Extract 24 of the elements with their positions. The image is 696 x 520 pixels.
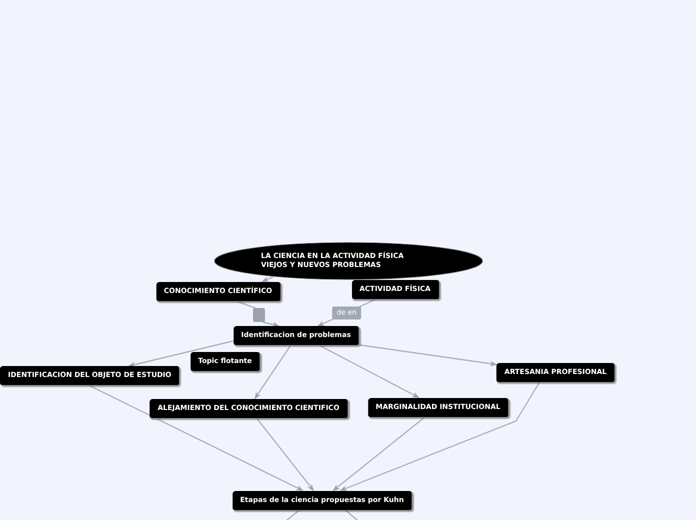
topic-node xyxy=(233,326,360,346)
arrow xyxy=(128,340,234,368)
topic-node xyxy=(150,398,348,418)
connector-line xyxy=(237,300,256,309)
topic-node xyxy=(368,398,510,418)
arrow xyxy=(320,345,420,398)
arrow xyxy=(256,418,314,492)
arrow xyxy=(90,385,304,492)
connector-line xyxy=(346,510,358,520)
topic-node xyxy=(496,362,616,382)
topic-node xyxy=(156,282,282,302)
topic-node xyxy=(351,280,440,300)
connector-line xyxy=(286,510,300,520)
arrow xyxy=(340,382,540,492)
central-topic-ellipse xyxy=(214,242,483,280)
arrow xyxy=(262,276,274,282)
arrow xyxy=(254,346,291,400)
topic-node xyxy=(190,352,261,372)
blank-label-tag xyxy=(253,308,265,322)
arrow xyxy=(332,417,425,491)
topic-node xyxy=(232,490,413,510)
arrow xyxy=(360,344,498,366)
topic-node xyxy=(0,366,180,386)
arrow xyxy=(262,321,280,328)
